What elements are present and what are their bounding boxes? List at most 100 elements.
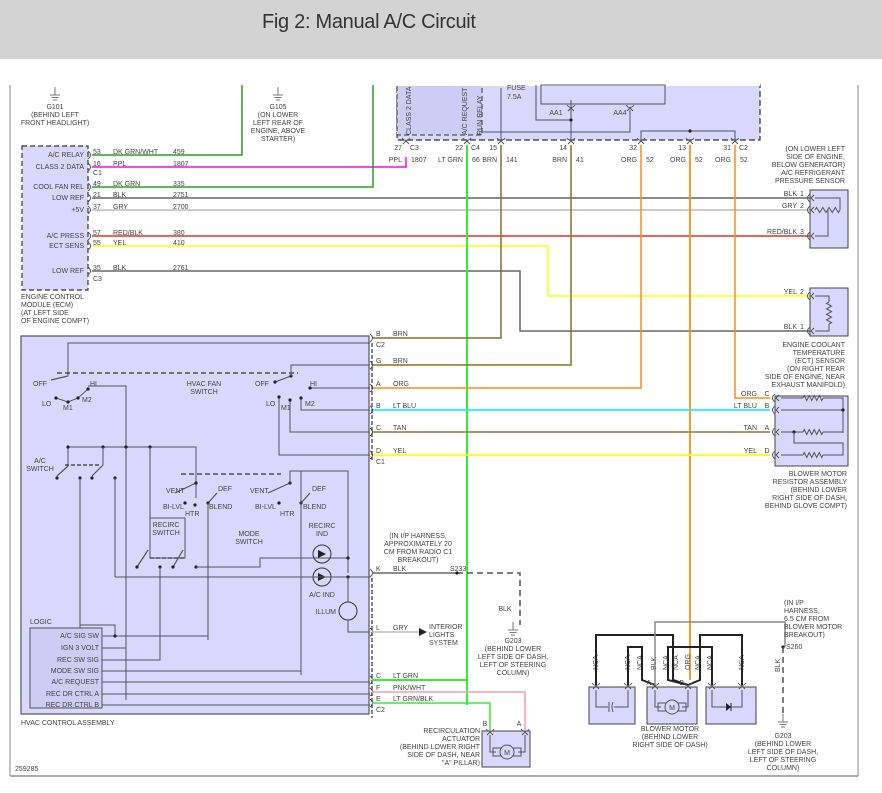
ground-g203b-label: G203 xyxy=(774,733,791,740)
resistor-assembly-caption: BEHIND GLOVE COMPT) xyxy=(765,503,847,510)
recirc-actuator-pin-b: B xyxy=(483,721,488,728)
hvac-output-pin: K xyxy=(376,566,381,573)
pressure-sensor-wire: BLK xyxy=(784,191,798,198)
internal-wire xyxy=(640,130,736,140)
wire-org-31 xyxy=(734,145,770,399)
led-glyph xyxy=(318,550,326,558)
blower-wire-label: ORG xyxy=(685,654,692,670)
connector-pin xyxy=(686,140,694,145)
fuse-rating: 7.5A xyxy=(507,94,522,101)
ecm-circuit-number: 2751 xyxy=(173,192,189,199)
hvac-output-pin: F xyxy=(376,685,380,692)
resistor-assembly-pin: C xyxy=(764,391,769,398)
ecm-module xyxy=(21,145,89,291)
connector-pin xyxy=(592,685,600,690)
connector-pin xyxy=(810,194,815,202)
blower-wire-label: NCA xyxy=(707,655,714,670)
logic-block xyxy=(29,627,103,709)
wire xyxy=(489,735,496,753)
recirc-switch-label: RECIRC xyxy=(153,522,180,529)
mode-bi-lvl-label: BI-LVL xyxy=(163,504,184,511)
ecm-pin-number: 53 xyxy=(93,149,101,156)
interior-lights-label: SYSTEM xyxy=(429,640,458,647)
internal-wire xyxy=(482,110,631,133)
ect-sensor-caption: SIDE OF ENGINE, NEAR xyxy=(765,374,845,381)
ground-g105-label: LEFT REAR OF xyxy=(253,120,303,127)
wire xyxy=(300,492,311,504)
splice-s233-caption: CM FROM RADIO C1 xyxy=(384,549,453,556)
ecm-wire-color: DK GRN xyxy=(113,181,140,188)
wire-pnk-wht xyxy=(372,691,526,730)
ecm-wire-color: BLK xyxy=(113,265,127,272)
hvac-output-wire: YEL xyxy=(393,448,406,455)
connector-c3-label: C3 xyxy=(93,276,102,283)
fan-switch-lo: LO xyxy=(42,401,52,408)
blower-pin-a: A xyxy=(646,680,651,687)
junction-dot xyxy=(194,481,198,485)
wire xyxy=(136,549,149,568)
junction-dot xyxy=(193,503,197,507)
hvac-output-wire: BRN xyxy=(393,358,408,365)
wire-blk-dashed xyxy=(457,572,521,625)
hvac-output-wire: ORG xyxy=(393,381,409,388)
ect-sensor-caption: EXHAUST MANIFOLD) xyxy=(772,382,845,389)
connector-pin xyxy=(810,206,815,214)
arrow-icon xyxy=(419,628,427,636)
recirc-ind-label: RECIRC xyxy=(309,523,336,530)
wire xyxy=(347,620,370,633)
fan-switch-label: HVAC FAN xyxy=(187,381,222,388)
junction-dot xyxy=(841,408,845,412)
ecm-circuit-number: 2700 xyxy=(173,204,189,211)
hvac-output-pin: A xyxy=(376,381,381,388)
ecm-connector-terminal xyxy=(87,193,91,203)
ecm-wire-color: BLK xyxy=(113,192,127,199)
ecm-pin-number: 55 xyxy=(93,240,101,247)
sensor-internal xyxy=(815,197,841,210)
mode-vent-label: VENT xyxy=(166,488,185,495)
fan-switch-lo-2: LO xyxy=(266,401,276,408)
mode-switch-label: SWITCH xyxy=(235,539,263,546)
hvac-output-wire: LT BLU xyxy=(393,403,416,410)
pressure-sensor-wire: RED/BLK xyxy=(767,229,797,236)
ecm-pin-number: 37 xyxy=(93,204,101,211)
ect-sensor-caption: (ECT) SENSOR xyxy=(795,358,845,365)
hvac-output-pin: B xyxy=(376,403,381,410)
ecm-connector-terminal xyxy=(87,205,91,215)
resistor-assembly-pin: D xyxy=(764,448,769,455)
figure-header: Fig 2: Manual A/C Circuit xyxy=(0,0,882,59)
hvac-connector-label: C1 xyxy=(376,459,385,466)
ground-g203b-label: LEFT OF STEERING xyxy=(750,757,816,764)
fan-switch-m2: M2 xyxy=(82,397,92,404)
logic-pin-label: IGN 3 VOLT xyxy=(61,645,100,652)
connector-pin xyxy=(738,685,746,690)
wire-lt-grn-blk xyxy=(372,702,491,730)
ecm-circuit-number: 335 xyxy=(173,181,185,188)
junction-dot xyxy=(86,387,90,391)
splice-s233-dot xyxy=(455,571,459,575)
resistor-assembly-caption: BLOWER MOTOR xyxy=(789,471,847,478)
fan-switch-m2-2: M2 xyxy=(305,401,315,408)
ect-sensor-caption: ENGINE COOLANT xyxy=(782,342,845,349)
resistor-assembly-terminal xyxy=(772,393,776,403)
ecm-wire-color: GRY xyxy=(113,204,128,211)
connector-pin xyxy=(624,685,632,690)
connector-pin xyxy=(775,406,780,414)
fuse-circuit-number: 1807 xyxy=(411,157,427,164)
logic-label: LOGIC xyxy=(30,619,52,626)
connector-pin xyxy=(463,140,471,145)
hvac-output-pin: E xyxy=(376,696,381,703)
fan-switch-m1: M1 xyxy=(63,405,73,412)
connector-pin xyxy=(684,685,692,690)
mode-switch-label: MODE xyxy=(239,531,260,538)
blower-resistor-icon xyxy=(802,451,824,459)
ecm-circuit-number: 2761 xyxy=(173,265,189,272)
ground-g203-label: G203 xyxy=(504,638,521,645)
switch-wire xyxy=(88,385,127,700)
fuse-wire-color: ORG xyxy=(621,157,637,164)
hvac-connector-label: C2 xyxy=(376,342,385,349)
vertical-label-class2: CLASS 2 DATA xyxy=(406,86,413,135)
hvac-output-wire: LT GRN/BLK xyxy=(393,696,434,703)
ecm-pin-number: 57 xyxy=(93,230,101,237)
fuse-connector-label: C2 xyxy=(739,145,748,152)
junction-dot xyxy=(288,398,292,402)
